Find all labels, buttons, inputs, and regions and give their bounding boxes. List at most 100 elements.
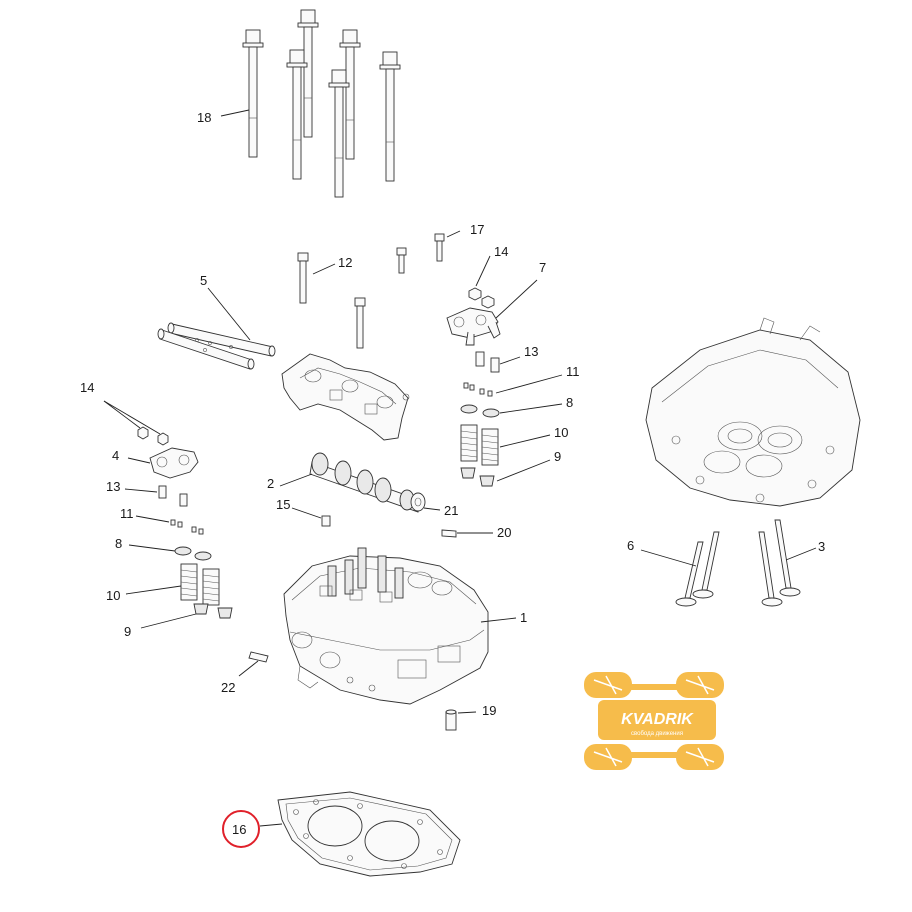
bolt-18c [339, 29, 361, 160]
highlight-circle-16 [222, 810, 260, 848]
label-4: 4 [112, 448, 119, 463]
cylinder-head-bottom-view [645, 317, 861, 507]
leader-14b-2 [103, 400, 161, 435]
spring-retainers-left-8 [174, 546, 212, 561]
logo-text: KVADRIK [621, 711, 694, 728]
label-15: 15 [276, 497, 290, 512]
intake-valves-6 [675, 531, 720, 607]
leader-14a [475, 255, 491, 287]
leader-18 [220, 109, 250, 117]
label-16: 16 [232, 822, 246, 837]
label-5: 5 [200, 273, 207, 288]
bolt-18e [328, 69, 350, 198]
valve-keepers-left-11 [170, 519, 204, 535]
leader-19 [457, 711, 477, 714]
label-14a: 14 [494, 244, 508, 259]
label-9a: 9 [554, 449, 561, 464]
leader-13b [124, 488, 158, 493]
leader-10a [499, 434, 551, 448]
leader-11b [135, 515, 170, 523]
valve-seals-left-9 [193, 603, 233, 619]
logo-subtext: свобода движения [631, 731, 683, 737]
head-gasket [277, 791, 461, 877]
leader-8a [499, 403, 563, 414]
leader-2 [279, 473, 313, 487]
bolt-18a [242, 29, 264, 158]
label-13a: 13 [524, 344, 538, 359]
leader-1 [480, 617, 517, 623]
valve-lifters-right-13 [475, 351, 500, 373]
cam-carrier [281, 353, 410, 441]
cam-bearing-21 [410, 492, 426, 512]
head-valve-stems [319, 547, 404, 603]
kvadrik-logo: KVADRIK свобода движения [584, 672, 724, 770]
nut-14-right [468, 287, 495, 309]
leader-11a [495, 374, 563, 394]
bolt-12a [297, 252, 309, 304]
label-14b: 14 [80, 380, 94, 395]
leader-13a [499, 356, 521, 365]
spring-retainers-right-8 [460, 404, 500, 418]
label-3: 3 [818, 539, 825, 554]
leader-14b-1 [103, 400, 141, 429]
label-11a: 11 [566, 364, 580, 379]
label-7: 7 [539, 260, 546, 275]
dowel-15 [321, 515, 331, 527]
logo-body [598, 700, 716, 740]
valve-springs-right-10 [460, 424, 499, 466]
leader-10b [125, 585, 182, 595]
dowel-19 [445, 709, 457, 731]
head-bolts [242, 9, 401, 198]
dowel-22 [248, 651, 269, 663]
label-12: 12 [338, 255, 352, 270]
leader-5 [207, 287, 251, 341]
exhaust-valves-3 [758, 519, 801, 607]
bolt-12b [354, 297, 366, 349]
leader-4 [127, 457, 151, 464]
nut-14-left [137, 426, 169, 446]
valve-seals-right-9 [460, 467, 495, 487]
label-1: 1 [520, 610, 527, 625]
leader-9a [496, 459, 551, 482]
bolt-17 [434, 233, 445, 262]
label-13b: 13 [106, 479, 120, 494]
label-17: 17 [470, 222, 484, 237]
label-8b: 8 [115, 536, 122, 551]
label-8a: 8 [566, 395, 573, 410]
label-11b: 11 [120, 506, 134, 521]
cylinder-head [283, 547, 489, 705]
label-6: 6 [627, 538, 634, 553]
bolt-18b [297, 9, 319, 138]
label-9b: 9 [124, 624, 131, 639]
leader-12 [312, 263, 336, 275]
leader-7 [495, 279, 538, 319]
bolt-center-small [396, 247, 407, 274]
leader-8b [128, 544, 176, 552]
leader-6 [640, 549, 697, 567]
valve-springs-left-10 [180, 563, 220, 606]
label-2: 2 [267, 476, 274, 491]
bolt-18f [379, 51, 401, 182]
leader-3 [785, 547, 817, 561]
leader-17 [446, 230, 461, 238]
label-21: 21 [444, 503, 458, 518]
label-10b: 10 [106, 588, 120, 603]
valve-keepers-right-11 [463, 382, 493, 397]
leader-9b [140, 613, 197, 629]
label-22: 22 [221, 680, 235, 695]
leader-15 [291, 507, 322, 519]
valve-lifters-left-13 [158, 485, 188, 507]
leader-22 [238, 660, 259, 677]
label-19: 19 [482, 703, 496, 718]
label-10a: 10 [554, 425, 568, 440]
label-20: 20 [497, 525, 511, 540]
camshaft [309, 452, 421, 513]
leader-16 [259, 823, 283, 827]
label-18: 18 [197, 110, 211, 125]
rocker-arm-left [149, 447, 199, 479]
dowel-20 [441, 529, 457, 538]
rocker-arm-right [446, 307, 501, 346]
rocker-shafts [157, 322, 276, 370]
